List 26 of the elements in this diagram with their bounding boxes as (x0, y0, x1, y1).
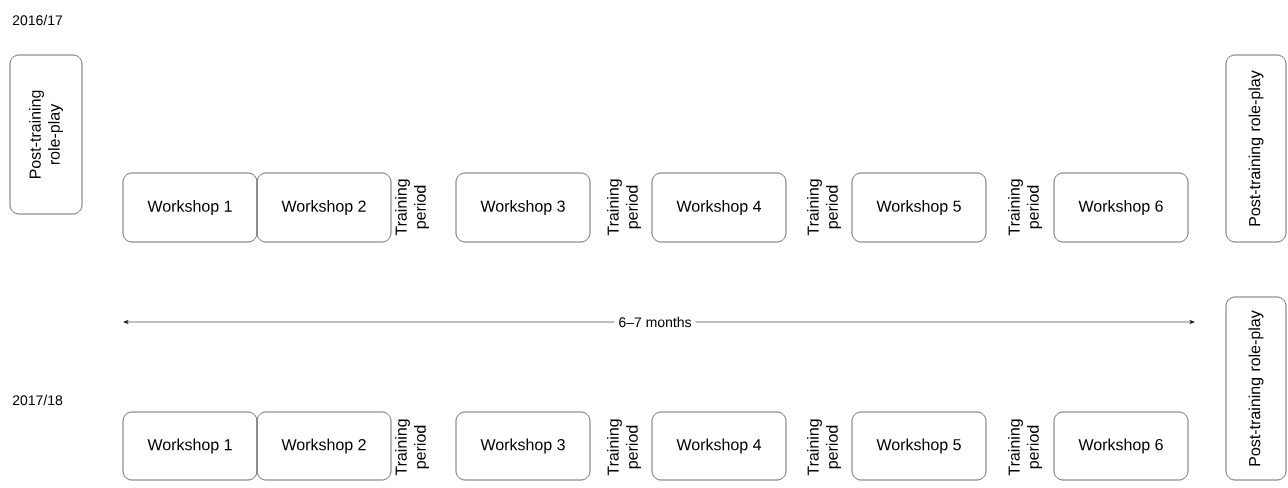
workshop-box: Workshop 1 (122, 172, 258, 243)
role-play-box: Post-training role-play (1225, 54, 1287, 243)
workshop-box: Workshop 4 (651, 411, 787, 481)
training-period-label: Training period (807, 179, 841, 236)
workshop-box: Workshop 3 (455, 172, 591, 243)
workshop-box: Workshop 2 (256, 172, 392, 243)
training-period-label: Training period (1008, 419, 1042, 476)
workshop-box: Workshop 6 (1053, 411, 1189, 481)
workshop-box: Workshop 1 (122, 411, 258, 481)
role-play-box: Post-training role-play (1225, 296, 1287, 481)
duration-label: 6–7 months (614, 312, 696, 332)
training-period-label: Training period (395, 419, 429, 476)
workshop-box: Workshop 3 (455, 411, 591, 481)
year-label: 2017/18 (12, 394, 63, 406)
training-period-label: Training period (607, 419, 641, 476)
year-label: 2016/17 (12, 14, 63, 26)
role-play-box: Post-training role-play (9, 54, 83, 215)
workshop-box: Workshop 5 (851, 411, 987, 481)
training-period-label: Training period (1008, 179, 1042, 236)
training-period-label: Training period (607, 179, 641, 236)
workshop-box: Workshop 5 (851, 172, 987, 243)
workshop-box: Workshop 4 (651, 172, 787, 243)
workshop-box: Workshop 6 (1053, 172, 1189, 243)
training-period-label: Training period (807, 419, 841, 476)
workshop-box: Workshop 2 (256, 411, 392, 481)
training-period-label: Training period (395, 179, 429, 236)
